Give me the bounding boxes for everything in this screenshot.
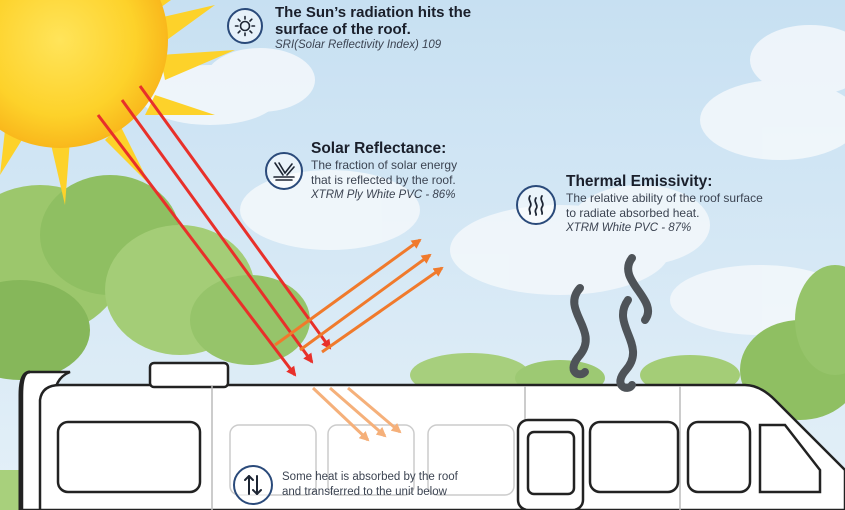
reflectance-callout-line-2: that is reflected by the roof. [311, 173, 456, 187]
sun-callout-icon-ring [227, 8, 263, 44]
emissivity-callout: Thermal Emissivity: The relative ability… [566, 173, 826, 236]
absorbed-callout-icon-ring [233, 465, 273, 505]
heat-wave [569, 284, 590, 379]
reflected-rays [274, 238, 444, 354]
absorbed-ray [347, 386, 402, 434]
absorbed-ray [329, 386, 387, 438]
reflection-icon [273, 162, 295, 181]
absorbed-rays [311, 386, 402, 442]
reflectance-callout-line-1: The fraction of solar energy [311, 158, 458, 172]
clouds [140, 25, 845, 335]
incoming-ray [96, 114, 297, 377]
reflected-ray [321, 266, 444, 354]
sun-callout: The Sun’s radiation hits the surface of … [275, 4, 535, 53]
incoming-ray [120, 99, 314, 364]
sun-callout-title-2: surface of the roof. [275, 21, 411, 38]
incoming-ray [138, 85, 332, 350]
reflected-ray [299, 253, 432, 352]
emissivity-callout-subtitle: XTRM White PVC - 87% [566, 222, 692, 234]
up-down-arrows-icon [244, 475, 262, 495]
emissivity-callout-title: Thermal Emissivity: [566, 173, 713, 190]
heat-wave [616, 296, 637, 392]
absorbed-ray [311, 386, 370, 442]
emissivity-callout-icon-ring [516, 185, 556, 225]
emissivity-callout-line-1: The relative ability of the roof surface [566, 191, 763, 205]
sun-callout-title-1: The Sun’s radiation hits the [275, 4, 472, 21]
sun [0, 0, 235, 205]
heat-wave [624, 254, 652, 324]
reflectance-callout-title: Solar Reflectance: [311, 140, 447, 157]
incoming-solar-rays [96, 85, 332, 377]
sun-icon [234, 15, 256, 37]
heat-waves-icon [528, 195, 544, 216]
reflectance-callout: Solar Reflectance: The fraction of solar… [311, 140, 521, 203]
emissivity-callout-line-2: to radiate absorbed heat. [566, 206, 700, 220]
sun-callout-subtitle: SRI(Solar Reflectivity Index) 109 [275, 39, 442, 51]
reflectance-callout-icon-ring [265, 152, 303, 190]
reflected-ray [274, 238, 422, 347]
absorbed-callout: Some heat is absorbed by the roof and tr… [282, 470, 522, 500]
reflectance-callout-subtitle: XTRM Ply White PVC - 86% [311, 189, 456, 201]
heat-waves [569, 254, 652, 392]
absorbed-callout-line-1: Some heat is absorbed by the roof [282, 471, 458, 483]
absorbed-callout-line-2: and transferred to the unit below [282, 486, 447, 498]
